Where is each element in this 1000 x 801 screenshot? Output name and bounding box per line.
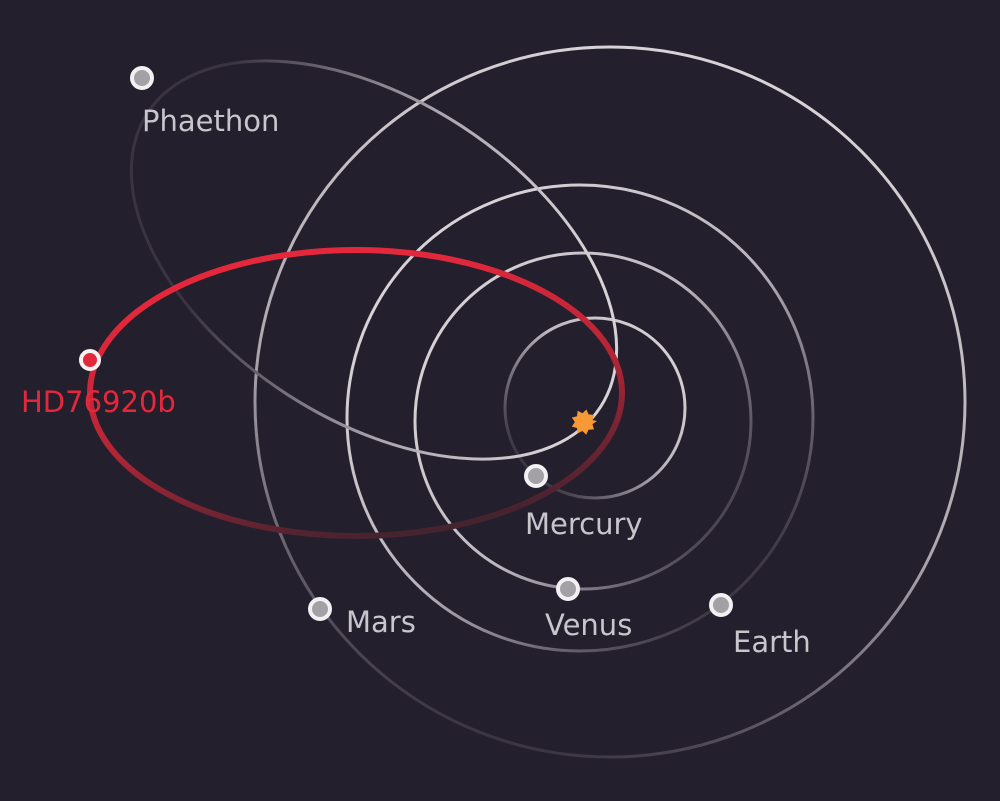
- mercury-orbit: [503, 316, 687, 500]
- sun-icon: [571, 409, 597, 435]
- hd76920b-body[interactable]: [79, 349, 101, 371]
- phaethon-orbit: [129, 59, 619, 461]
- mercury-body[interactable]: [524, 464, 548, 488]
- phaethon-body[interactable]: [130, 66, 154, 90]
- earth-body[interactable]: [709, 593, 733, 617]
- mars-body[interactable]: [308, 597, 332, 621]
- earth-label: Earth: [733, 625, 811, 659]
- mercury-label: Mercury: [525, 507, 643, 541]
- mars-orbit: [253, 45, 967, 759]
- earth-orbit: [345, 183, 815, 653]
- mars-label: Mars: [346, 605, 416, 639]
- phaethon-label: Phaethon: [142, 104, 279, 138]
- hd76920b-label: HD76920b: [21, 385, 176, 419]
- hd76920b-orbit: [87, 247, 625, 539]
- venus-label: Venus: [545, 608, 632, 642]
- venus-body[interactable]: [556, 577, 580, 601]
- venus-orbit: [413, 251, 753, 591]
